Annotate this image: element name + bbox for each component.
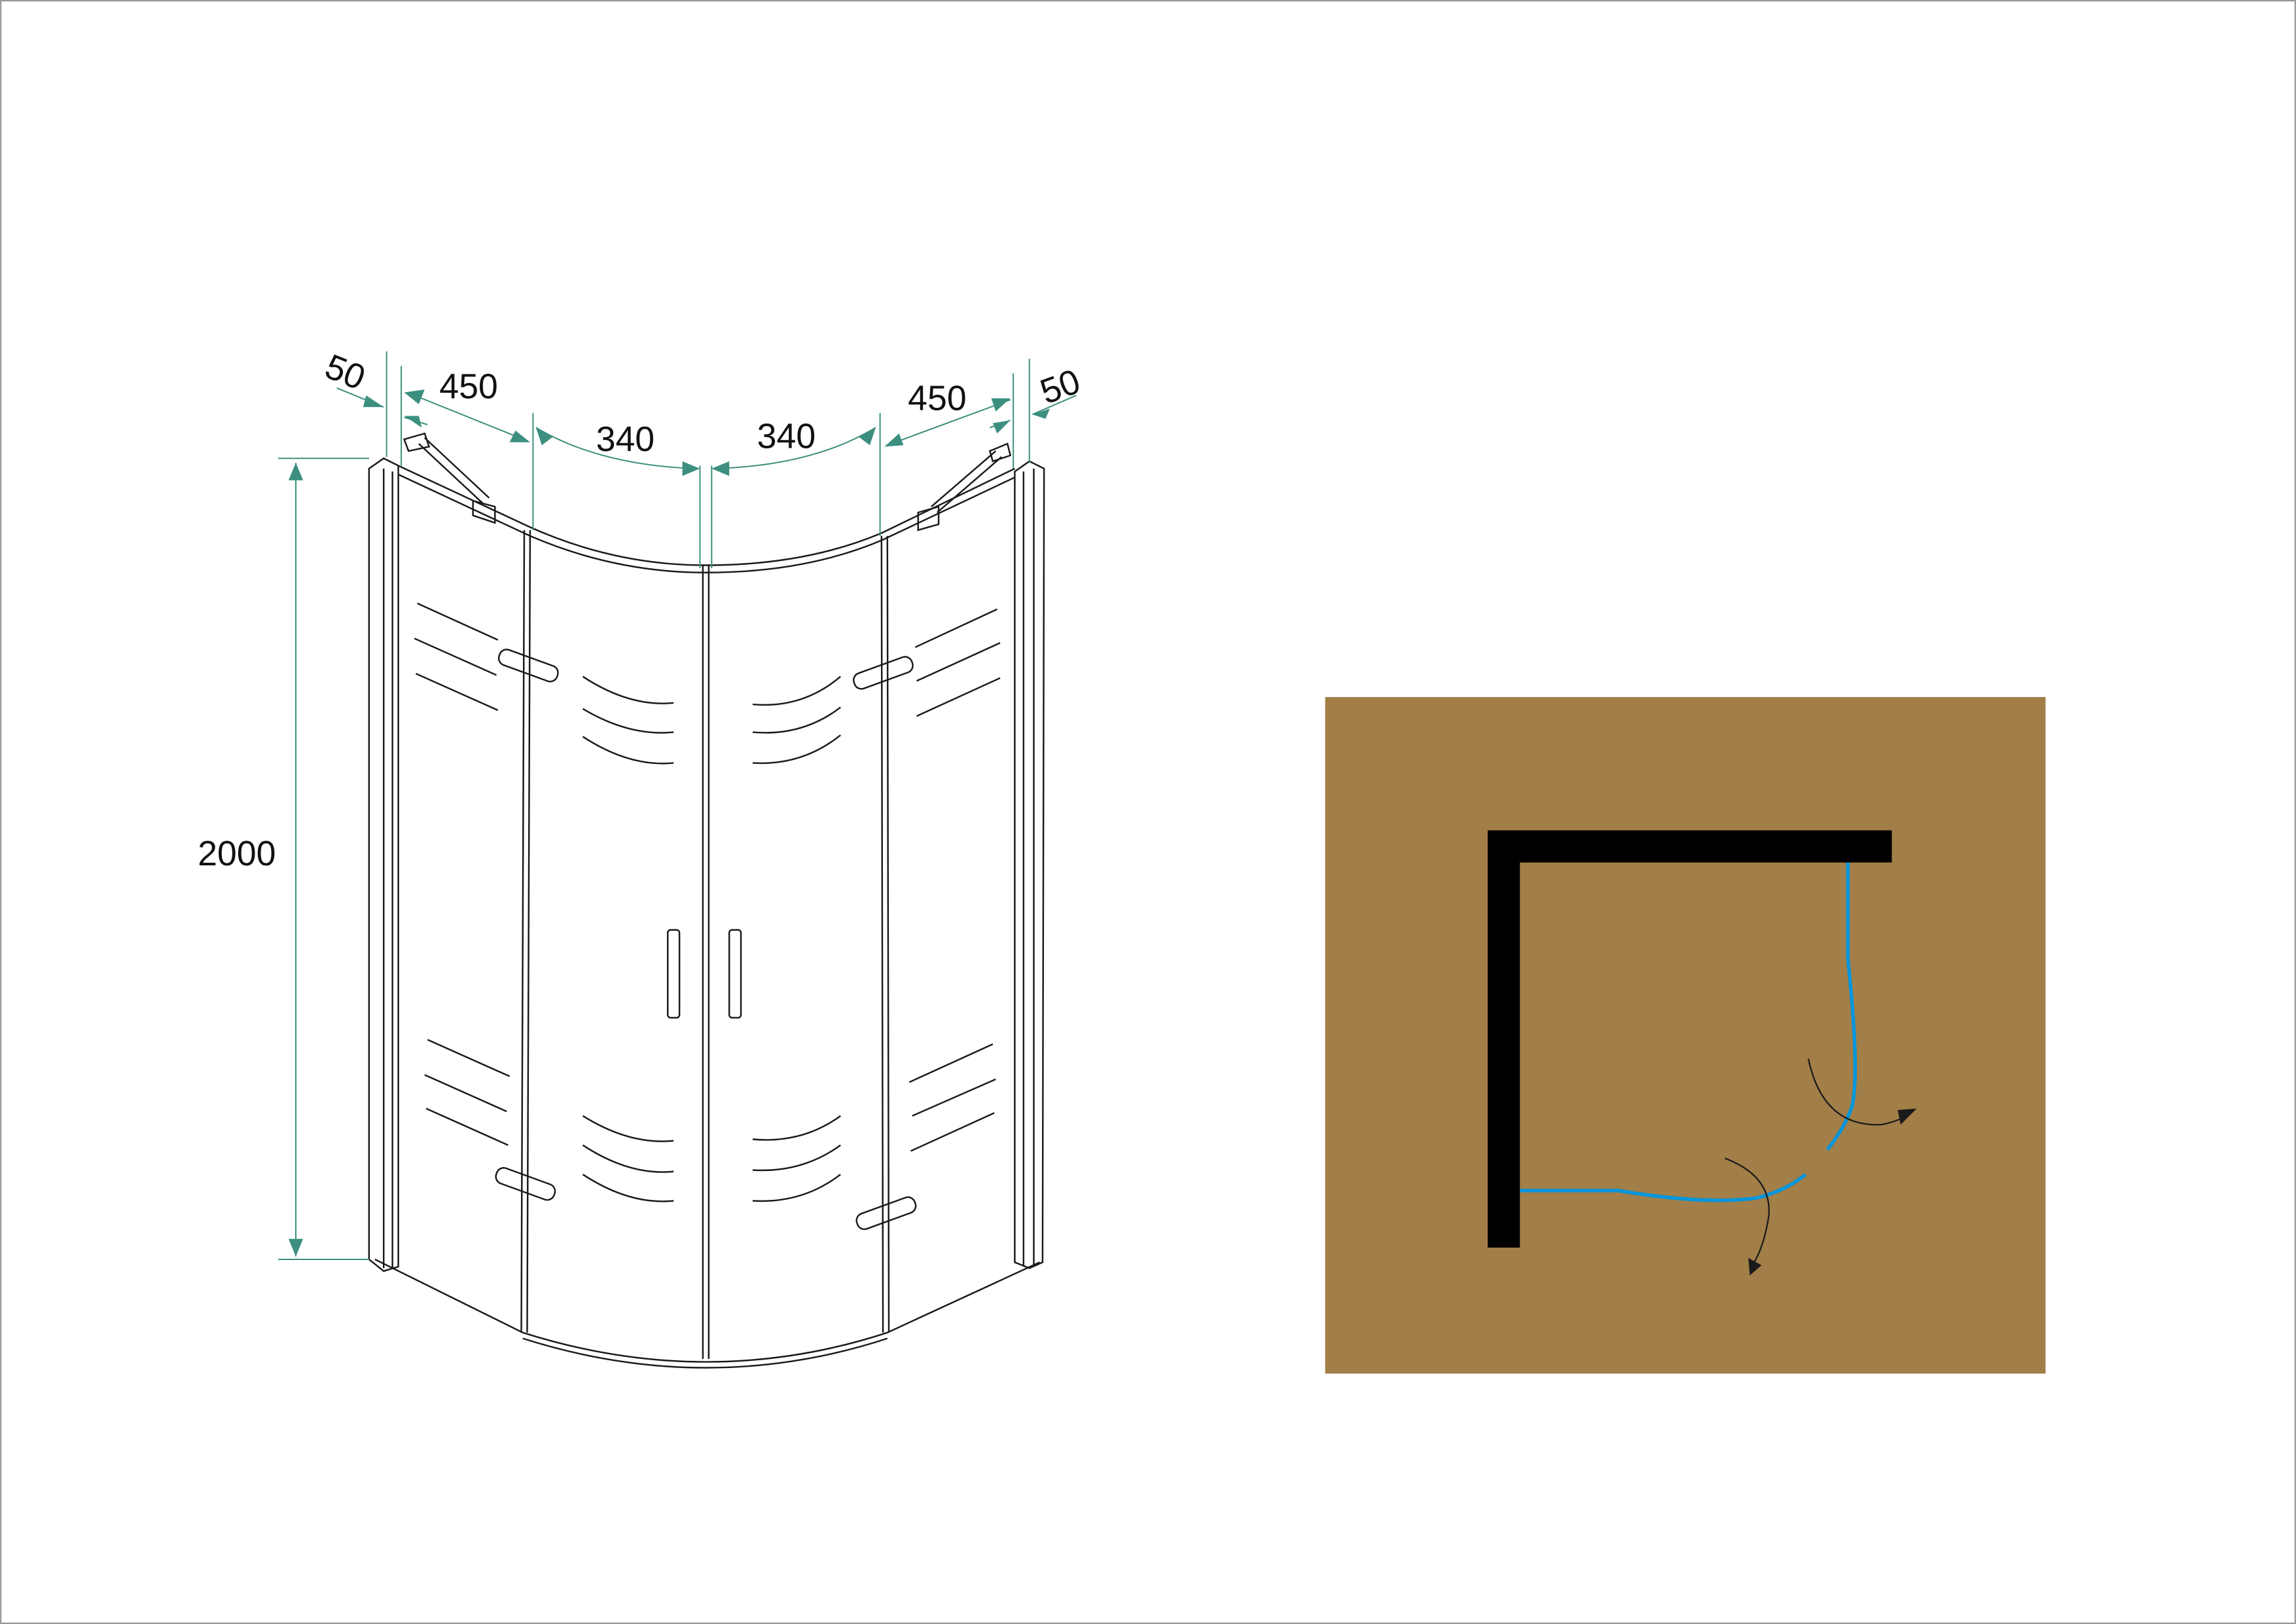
dim-left-door: 340 <box>596 420 655 459</box>
bottom-tray <box>374 1258 1040 1369</box>
right-arrow-head <box>1897 1108 1917 1125</box>
right-door-swing-arrow <box>1807 1058 1907 1126</box>
floor-area <box>1325 696 2046 1374</box>
dimension-labels: 50 450 340 340 450 50 2000 <box>198 347 1085 874</box>
top-frame <box>398 465 1015 573</box>
dim-right-door: 340 <box>757 417 816 456</box>
glass-decor-stripes <box>414 602 1001 1202</box>
left-arrow-head <box>1748 1257 1762 1276</box>
right-glass-panel <box>1825 862 1857 1151</box>
left-support-arm <box>403 432 496 524</box>
left-door-handle <box>666 929 681 1019</box>
dim-left-fixed-panel: 450 <box>439 367 498 406</box>
left-door-swing-arrow <box>1725 1157 1770 1263</box>
hinges <box>495 649 917 1231</box>
left-glass-panel <box>1520 1173 1807 1202</box>
dimension-lines <box>278 351 1077 1260</box>
floor-plan <box>1325 696 2046 1374</box>
door-edges <box>520 530 890 1360</box>
dim-right-fixed-panel: 450 <box>908 378 967 418</box>
dim-height: 2000 <box>198 834 276 873</box>
right-door-handle <box>728 929 742 1019</box>
right-support-arm <box>917 442 1012 532</box>
